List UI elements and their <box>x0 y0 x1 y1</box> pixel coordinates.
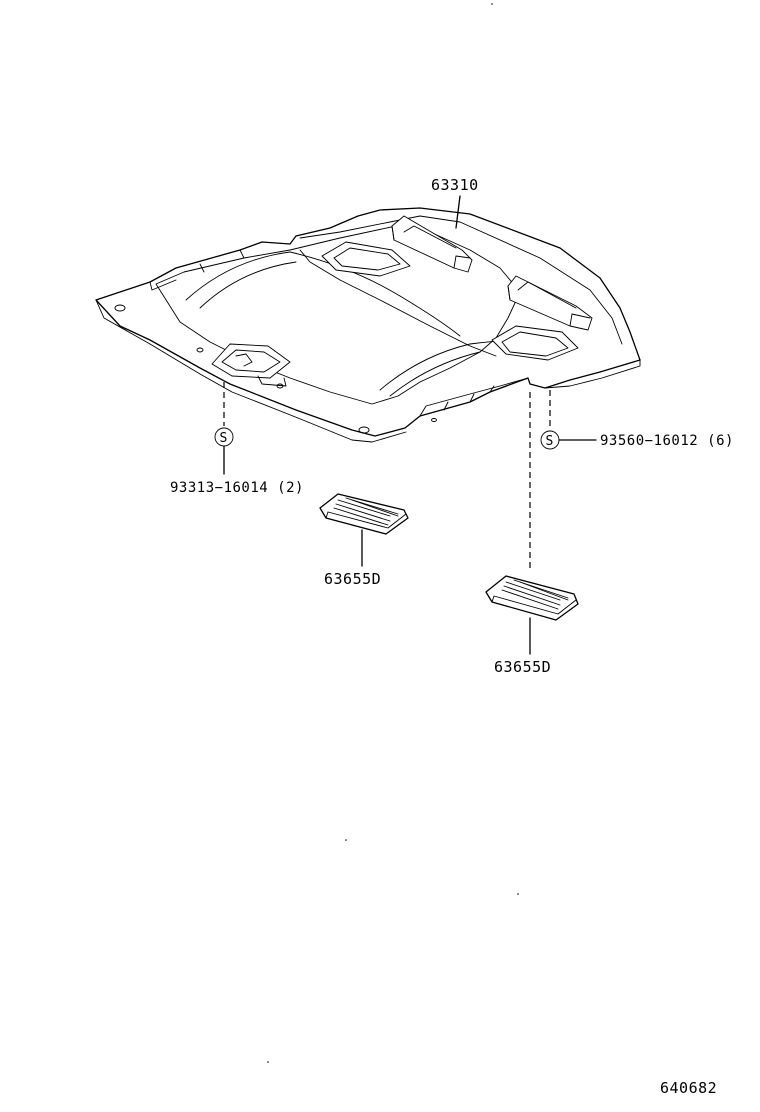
rear-grip-bracket-right <box>507 275 593 331</box>
part-label-pad-b: 63655D <box>494 658 551 676</box>
supply-symbol-right-text: S <box>546 434 554 449</box>
roof-pad-a <box>319 493 409 535</box>
part-label-pad-a: 63655D <box>324 570 381 588</box>
rear-lamp-recess-left <box>321 241 411 277</box>
headliner-panel <box>95 207 641 443</box>
part-label-clip-rear: 93560−16012 (6) <box>600 433 734 449</box>
roof-pad-b <box>485 575 579 621</box>
rear-lamp-recess-right <box>491 325 579 361</box>
supply-symbol-left-text: S <box>220 431 228 446</box>
part-label-clip-front: 93313−16014 (2) <box>170 480 304 496</box>
illustration-number: 640682 <box>660 1079 717 1097</box>
front-dome-lamp-recess <box>211 343 291 387</box>
part-label-headliner: 63310 <box>431 176 479 194</box>
rear-grip-bracket-left <box>391 215 473 273</box>
